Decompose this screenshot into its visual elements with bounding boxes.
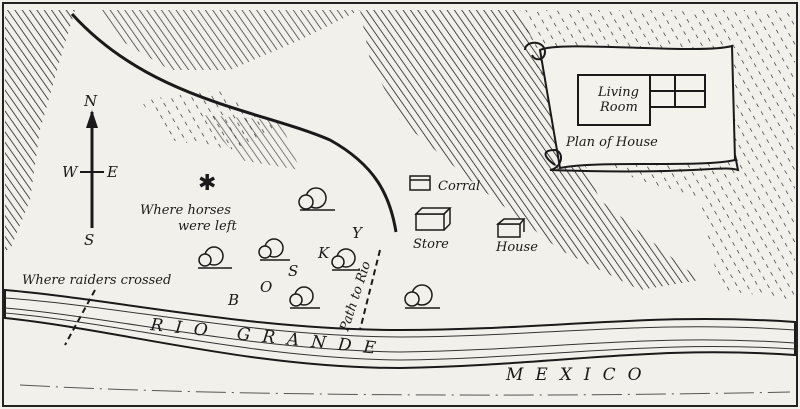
compass-west: W — [62, 163, 79, 181]
corral-building-icon — [409, 175, 431, 191]
compass-north: N — [83, 92, 98, 110]
label-living-room-line1: Living — [597, 85, 639, 100]
compass-south: S — [84, 231, 94, 249]
path-to-rio-line — [359, 249, 381, 331]
tree-icon — [331, 248, 360, 271]
label-mexico: MEXICO — [505, 365, 654, 385]
tree-icon — [198, 246, 232, 269]
river-south-bank — [19, 384, 791, 396]
bosky-letter: Y — [352, 224, 364, 242]
label-plan-of-house: Plan of House — [565, 135, 658, 150]
road — [70, 12, 398, 233]
tree-icon — [404, 284, 440, 309]
label-horses-line1: Where horses — [140, 203, 231, 218]
house-building-icon — [495, 218, 526, 238]
house-plan-scroll: Living Room Plan of House — [524, 41, 740, 173]
label-where-raiders-crossed: Where raiders crossed — [22, 273, 171, 288]
bosky-letter: S — [288, 262, 298, 280]
horses-marker-icon: ✱ — [198, 171, 216, 196]
raiders-crossing-line — [64, 289, 96, 346]
compass-east: E — [106, 163, 118, 181]
label-corral: Corral — [438, 179, 480, 194]
label-living-room-line2: Room — [599, 100, 638, 115]
compass-rose: N W E S — [62, 92, 118, 249]
tree-icon — [289, 286, 320, 309]
floor-plan — [577, 74, 706, 126]
tree-icon — [258, 238, 290, 261]
label-house: House — [495, 240, 538, 255]
bosky-trees — [198, 187, 440, 309]
bosky-letter: K — [317, 244, 330, 262]
tree-icon — [298, 187, 335, 211]
bosky-letter: O — [260, 278, 272, 296]
bosky-letter: B — [227, 291, 239, 309]
label-horses-line2: were left — [178, 219, 238, 234]
store-building-icon — [414, 207, 452, 231]
rio-grande-river — [4, 288, 796, 370]
label-store: Store — [413, 237, 449, 252]
